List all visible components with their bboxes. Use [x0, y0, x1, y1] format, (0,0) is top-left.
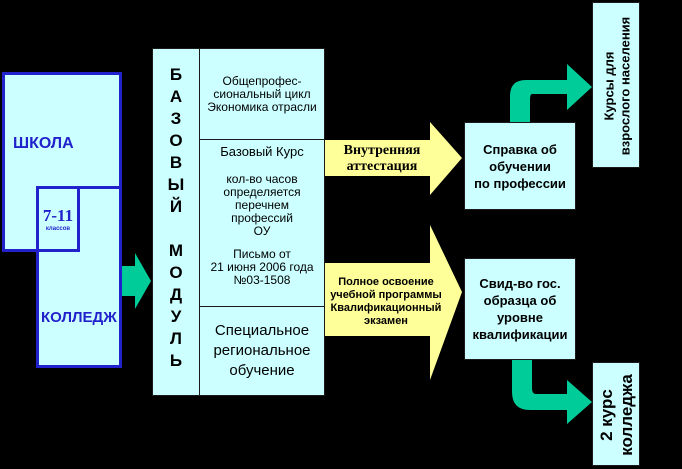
cert-bottom-line2: образца об — [483, 293, 557, 308]
arrow-bottom-line1: Полное освоение — [338, 276, 434, 288]
section2-p2-line3: №03-1508 — [233, 273, 291, 287]
arrow-to-adult-courses — [510, 64, 592, 122]
cert-bottom-line4: квалификации — [472, 327, 568, 342]
section3-line3: обучение — [229, 362, 295, 379]
title-letter: Ы — [167, 175, 185, 194]
college-title: КОЛЛЕДЖ — [41, 309, 117, 326]
cert-top-line3: по профессии — [474, 175, 566, 191]
section1-line1: Общепрофес- — [222, 73, 302, 88]
second-course-line2: колледжа — [617, 374, 636, 456]
title-letter: О — [169, 131, 183, 150]
cert-top-line2: обучении — [489, 158, 551, 174]
school-title: ШКОЛА — [13, 135, 74, 152]
cert-bottom-line3: уровне — [496, 310, 543, 325]
arrow-top-line1: Внутренняя — [343, 143, 421, 158]
arrow-to-second-course — [512, 360, 592, 424]
section2-p1-line1: кол-во часов — [226, 172, 298, 186]
arrow-full-program-label: Полное освоение учебной программы Квалиф… — [324, 272, 448, 332]
arrow-bottom-line3: Квалификационный — [330, 302, 442, 314]
title-letter: Й — [169, 197, 183, 216]
title-letter: О — [169, 263, 183, 282]
arrow-full-program — [324, 225, 462, 380]
arrow-internal-attestation — [324, 122, 462, 195]
section2-p2-line1: Письмо от — [233, 247, 291, 261]
adult-courses-box: Курсы для взрослого населения — [592, 2, 640, 168]
base-module-title-column: Б А З О В Ы Й М О Д У Л Ь — [152, 48, 200, 396]
arrow-bottom-line4: экзамен — [364, 315, 408, 327]
title-letter: Л — [170, 329, 182, 348]
second-course-line1: 2 курс — [597, 389, 616, 441]
title-letter: А — [169, 87, 183, 106]
adult-courses-line1: Курсы для — [600, 51, 616, 121]
title-letter: З — [170, 109, 182, 128]
title-letter: Ь — [169, 351, 183, 370]
section2-p1-line3: перечнем — [235, 198, 289, 212]
section1-line2: сиональный цикл — [213, 86, 311, 101]
certificate-qualification: Свид-во гос. образца об уровне квалифика… — [464, 258, 576, 360]
section-regional-training: Специальное региональное обучение — [199, 306, 325, 396]
section-general-cycle: Общепрофес- сиональный цикл Экономика от… — [199, 48, 325, 140]
section2-p2-line2: 21 июня 2006 года — [210, 260, 314, 274]
grades-sub: классов — [45, 226, 71, 232]
second-course-box: 2 курс колледжа — [592, 362, 640, 466]
title-letter: Д — [169, 285, 183, 304]
arrow-bottom-line2: учебной программы — [330, 289, 442, 301]
section1-line3: Экономика отрасли — [207, 99, 317, 114]
section2-p1-line4: профессий — [231, 211, 293, 225]
arrow-top-line2: аттестация — [346, 159, 418, 174]
title-letter: В — [169, 153, 183, 172]
arrow-to-base-module — [118, 253, 151, 309]
section3-line1: Специальное — [214, 322, 310, 339]
title-letter: М — [168, 241, 184, 260]
grades-label: 7-11 — [42, 206, 74, 225]
certificate-training: Справка об обучении по профессии — [464, 122, 576, 210]
section2-header: Базовый Курс — [220, 144, 304, 159]
cert-bottom-line1: Свид-во гос. — [479, 276, 561, 291]
cert-top-line1: Справка об — [483, 141, 557, 157]
section3-line2: региональное — [213, 342, 311, 359]
title-letter: Б — [169, 65, 183, 84]
title-letter: У — [170, 307, 182, 326]
section-base-course: Базовый Курс кол-во часов определяется п… — [199, 139, 325, 307]
grades-box: 7-11 классов — [36, 186, 80, 252]
adult-courses-line2: взрослого населения — [616, 16, 632, 156]
section2-p1-line2: определяется — [223, 185, 301, 199]
section2-p1-line5: ОУ — [253, 224, 271, 238]
arrow-internal-attestation-label: Внутренняя аттестация — [330, 143, 434, 175]
